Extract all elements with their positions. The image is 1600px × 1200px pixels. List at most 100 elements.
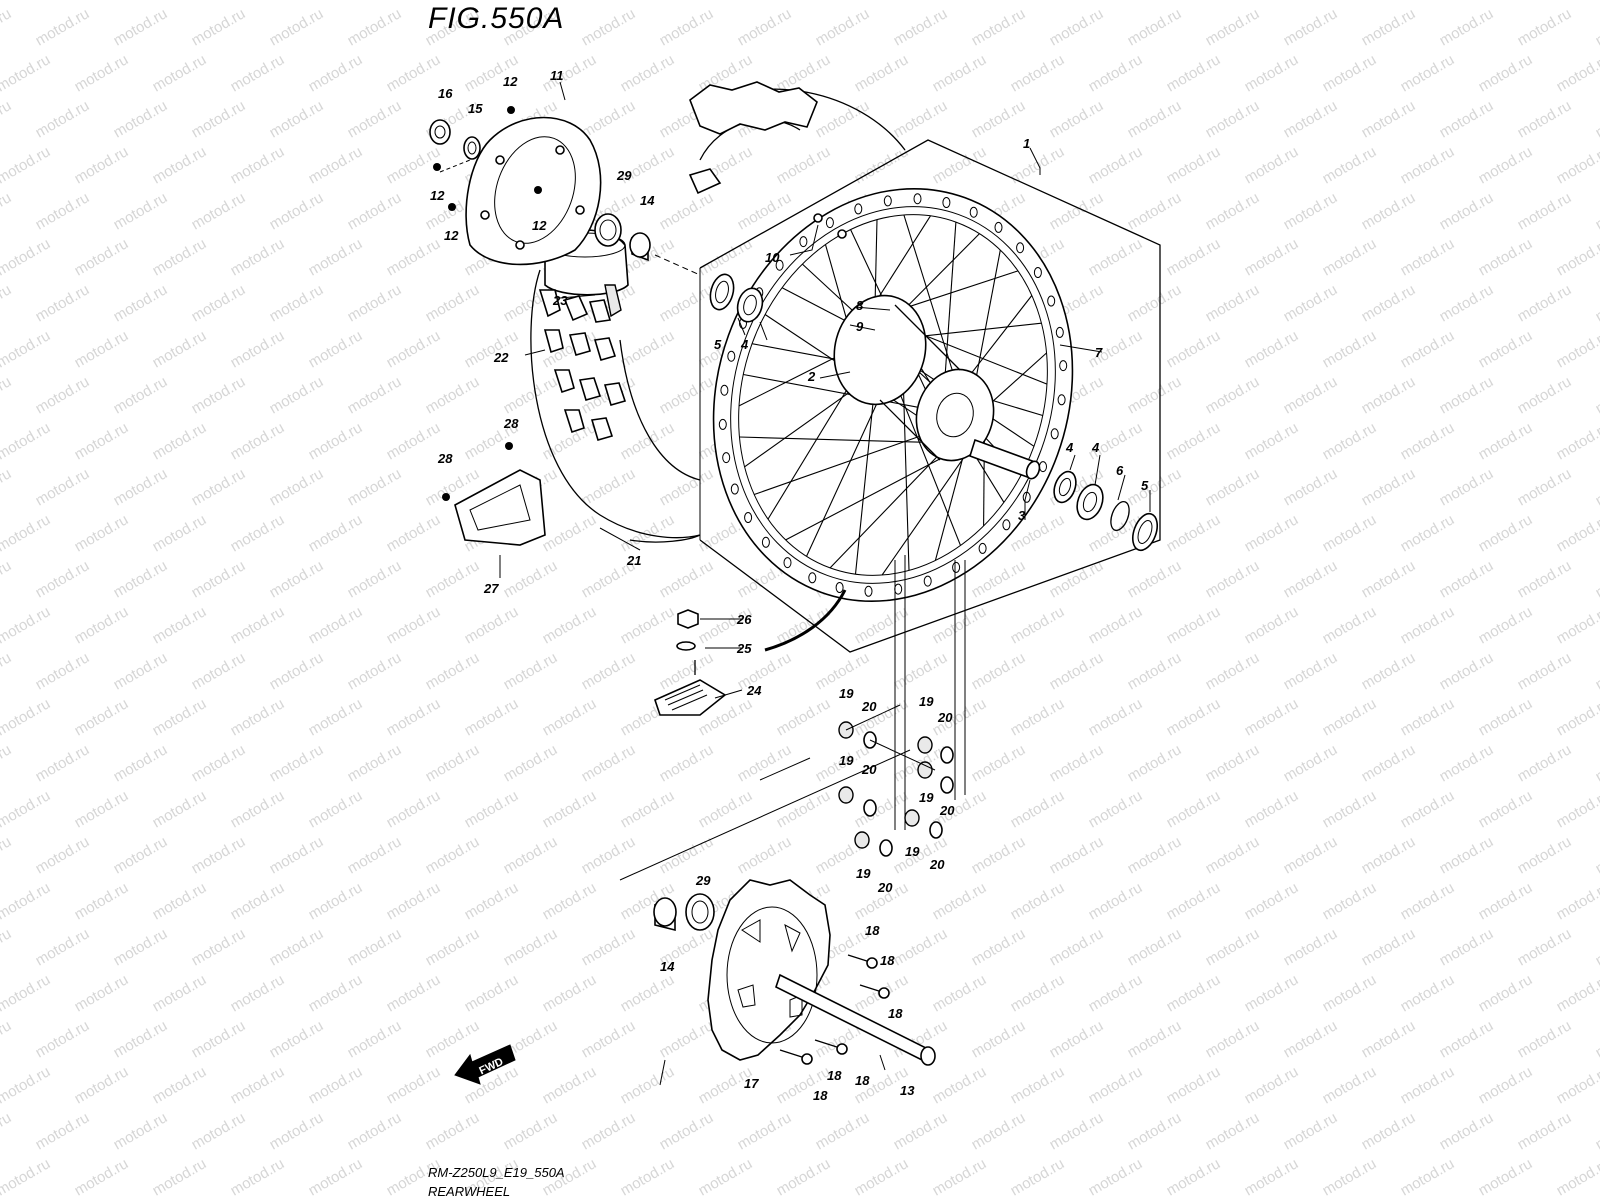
watermark-text: motod.ru	[423, 925, 483, 969]
watermark-text: motod.ru	[306, 511, 366, 555]
watermark-text: motod.ru	[1515, 1109, 1575, 1153]
watermark-text: motod.ru	[384, 235, 444, 279]
watermark-text: motod.ru	[72, 1063, 132, 1107]
watermark-text: motod.ru	[228, 235, 288, 279]
watermark-text: motod.ru	[189, 189, 249, 233]
watermark-text: motod.ru	[111, 649, 171, 693]
watermark-text: motod.ru	[384, 787, 444, 831]
watermark-text: motod.ru	[228, 787, 288, 831]
watermark-text: motod.ru	[1242, 419, 1302, 463]
watermark-text: motod.ru	[189, 649, 249, 693]
watermark-text: motod.ru	[891, 925, 951, 969]
watermark-text: motod.ru	[1125, 189, 1185, 233]
callout-19: 19	[905, 844, 920, 859]
watermark-text: motod.ru	[1242, 787, 1302, 831]
watermark-text: motod.ru	[150, 787, 210, 831]
callout-19: 19	[839, 753, 854, 768]
watermark-text: motod.ru	[696, 787, 756, 831]
brake-disc	[465, 116, 602, 266]
watermark-text: motod.ru	[696, 1155, 756, 1199]
watermark-text: motod.ru	[1515, 373, 1575, 417]
rim-lock-band	[764, 589, 847, 652]
watermark-text: motod.ru	[1476, 51, 1536, 95]
watermark-text: motod.ru	[1398, 787, 1458, 831]
watermark-text: motod.ru	[1554, 695, 1600, 739]
watermark-text: motod.ru	[930, 143, 990, 187]
watermark-text: motod.ru	[228, 1155, 288, 1199]
watermark-text: motod.ru	[0, 281, 14, 325]
watermark-text: motod.ru	[306, 235, 366, 279]
watermark-text: motod.ru	[501, 557, 561, 601]
rim-hole	[835, 582, 844, 593]
watermark-text: motod.ru	[1281, 833, 1341, 877]
watermark-text: motod.ru	[1086, 787, 1146, 831]
callout-labels: 1 2 3 4 4 4 5 5 6 7 8 9 10 11 12 12 12 1…	[430, 68, 1149, 1103]
watermark-text: motod.ru	[1164, 511, 1224, 555]
spoke-guide-lines	[619, 555, 966, 881]
watermark-text: motod.ru	[384, 603, 444, 647]
watermark-text: motod.ru	[1008, 0, 1068, 3]
watermark-text: motod.ru	[111, 373, 171, 417]
watermark-text: motod.ru	[189, 1109, 249, 1153]
watermark-text: motod.ru	[1437, 649, 1497, 693]
watermark-text: motod.ru	[150, 419, 210, 463]
callout-18: 18	[827, 1068, 842, 1083]
watermark-text: motod.ru	[618, 1063, 678, 1107]
watermark-text: motod.ru	[1320, 235, 1380, 279]
watermark-text: motod.ru	[1008, 1155, 1068, 1199]
watermark-text: motod.ru	[1242, 879, 1302, 923]
callout-12: 12	[430, 188, 445, 203]
watermark-text: motod.ru	[111, 465, 171, 509]
watermark-text: motod.ru	[384, 695, 444, 739]
watermark-text: motod.ru	[1515, 741, 1575, 785]
spoke	[739, 436, 936, 444]
watermark-text: motod.ru	[306, 51, 366, 95]
watermark-text: motod.ru	[384, 419, 444, 463]
watermark-text: motod.ru	[1086, 695, 1146, 739]
watermark-text: motod.ru	[1320, 1063, 1380, 1107]
callout-19: 19	[856, 866, 871, 881]
watermark-text: motod.ru	[969, 1109, 1029, 1153]
watermark-text: motod.ru	[1554, 0, 1600, 3]
watermark-text: motod.ru	[111, 833, 171, 877]
watermark-text: motod.ru	[0, 235, 53, 279]
watermark-text: motod.ru	[501, 1109, 561, 1153]
watermark-text: motod.ru	[1554, 143, 1600, 187]
spoke	[854, 385, 876, 575]
watermark-text: motod.ru	[1008, 603, 1068, 647]
watermark-text: motod.ru	[1008, 879, 1068, 923]
watermark-text: motod.ru	[423, 741, 483, 785]
watermark-text: motod.ru	[33, 189, 93, 233]
watermark-text: motod.ru	[1281, 1109, 1341, 1153]
rim-hole	[718, 418, 727, 430]
callout-9: 9	[856, 319, 864, 334]
rim-lock	[654, 609, 727, 716]
watermark-text: motod.ru	[1086, 603, 1146, 647]
rim-hole	[783, 557, 792, 569]
watermark-text: motod.ru	[1242, 0, 1302, 3]
watermark-text: motod.ru	[579, 1017, 639, 1061]
watermark-text: motod.ru	[774, 143, 834, 187]
spoke	[754, 432, 930, 496]
watermark-text: motod.ru	[0, 143, 53, 187]
callout-22: 22	[493, 350, 509, 365]
watermark-text: motod.ru	[1398, 419, 1458, 463]
watermark-text: motod.ru	[345, 649, 405, 693]
watermark-text: motod.ru	[189, 557, 249, 601]
watermark-text: motod.ru	[1476, 419, 1536, 463]
watermark-text: motod.ru	[1047, 557, 1107, 601]
watermark-text: motod.ru	[1125, 649, 1185, 693]
watermark-text: motod.ru	[1203, 281, 1263, 325]
watermark-text: motod.ru	[1593, 373, 1600, 417]
watermark-text: motod.ru	[1398, 603, 1458, 647]
watermark-text: motod.ru	[1203, 373, 1263, 417]
watermark-text: motod.ru	[345, 833, 405, 877]
watermark-text: motod.ru	[1437, 741, 1497, 785]
disc-guard	[442, 442, 546, 546]
watermark-text: motod.ru	[72, 0, 132, 3]
watermark-text: motod.ru	[72, 1155, 132, 1199]
watermark-text: motod.ru	[33, 281, 93, 325]
watermark-text: motod.ru	[1125, 833, 1185, 877]
callout-29: 29	[616, 168, 632, 183]
watermark-text: motod.ru	[0, 557, 14, 601]
